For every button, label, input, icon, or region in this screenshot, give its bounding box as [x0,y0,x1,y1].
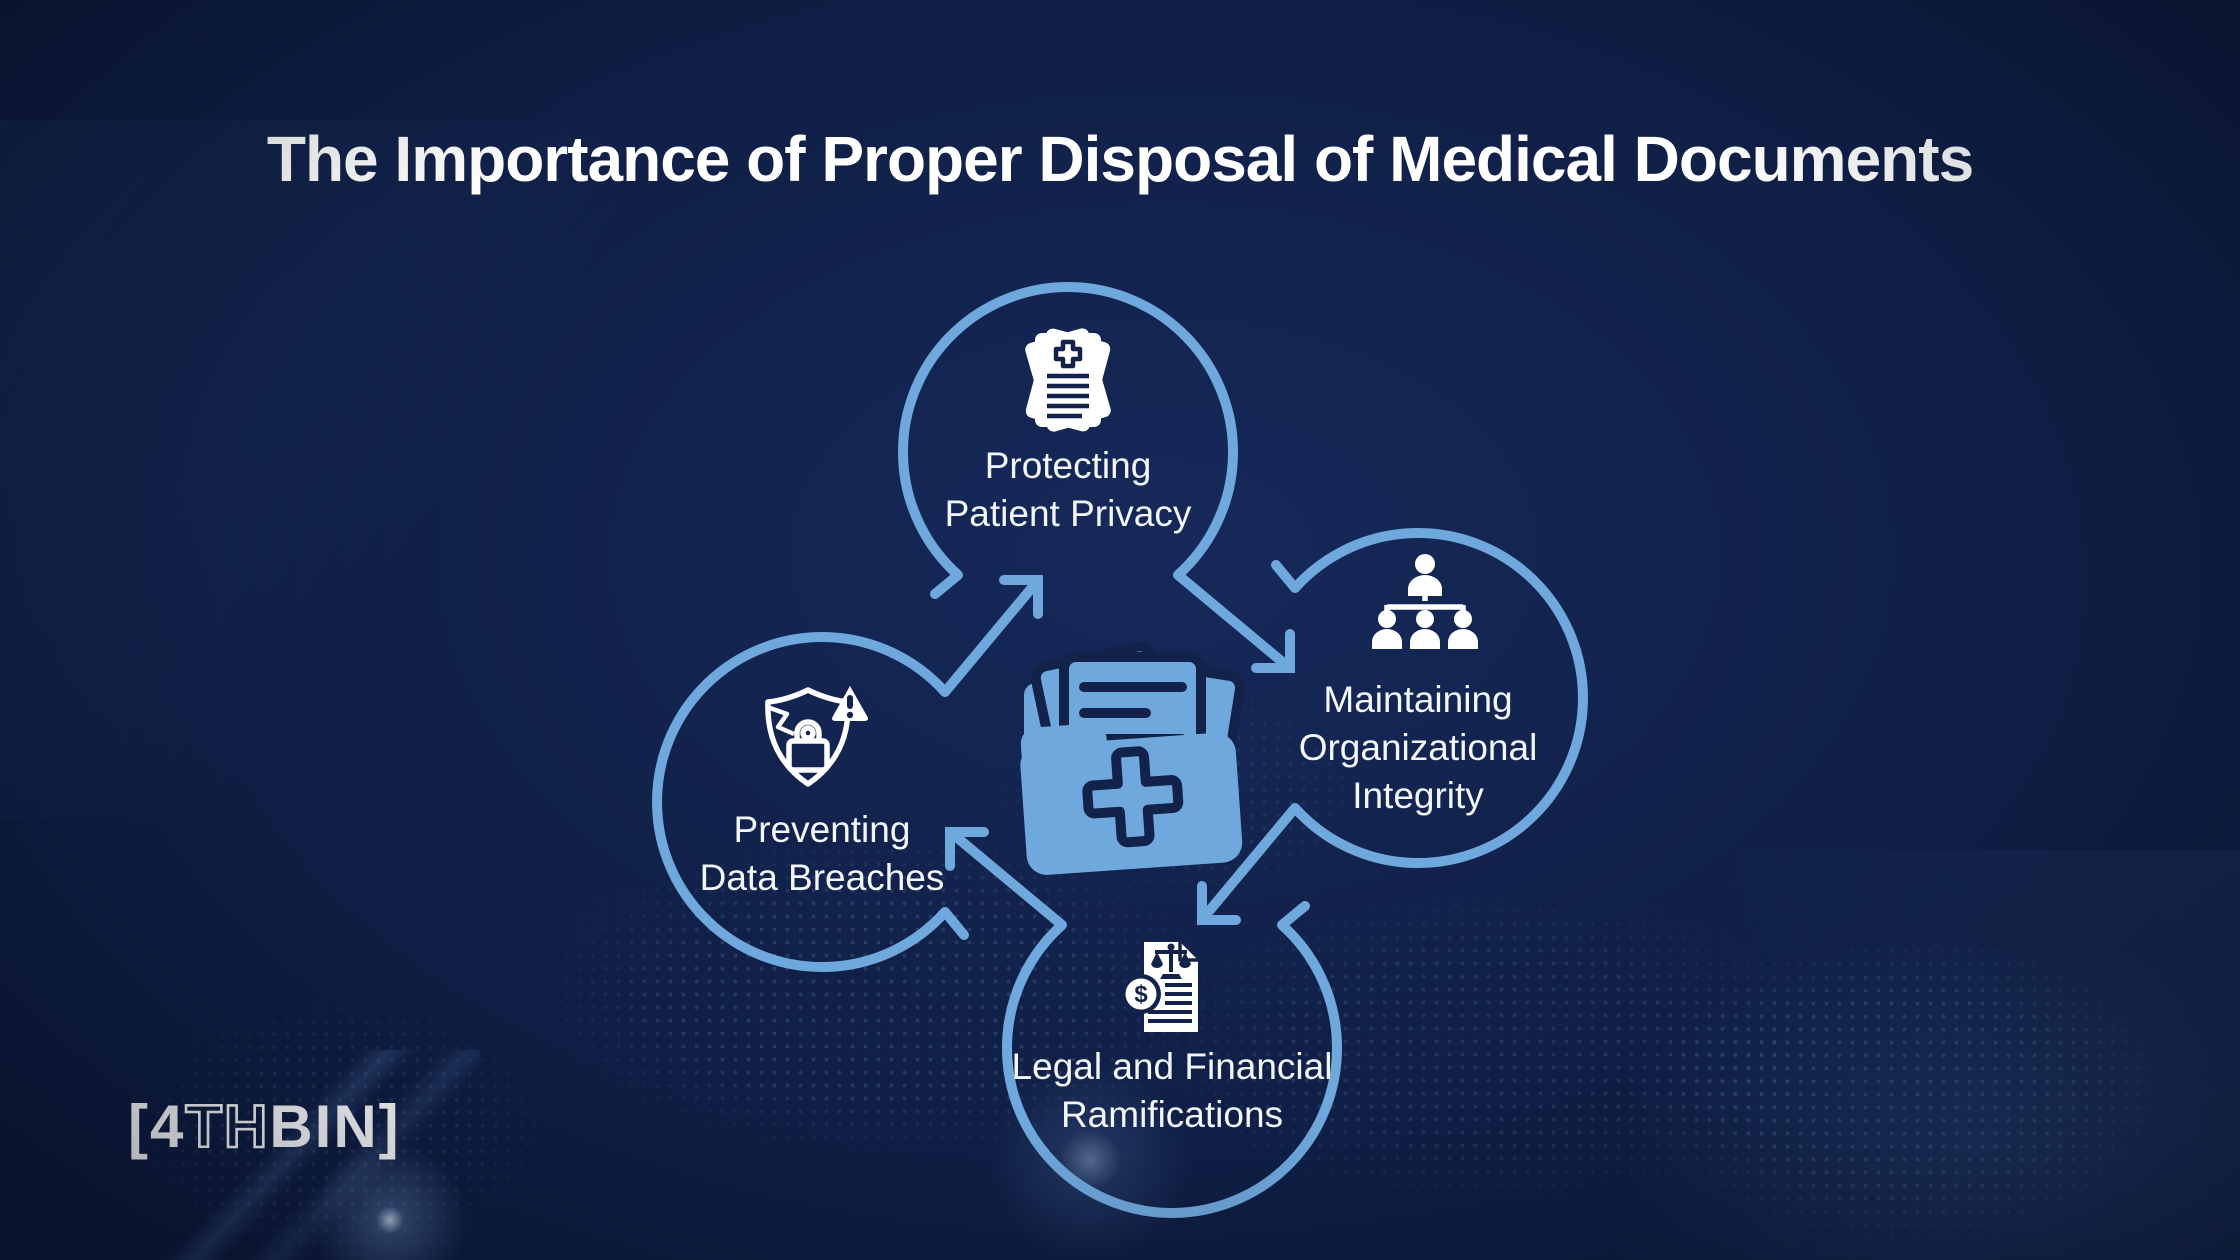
world-map-dots [1560,880,2240,1260]
page-title: The Importance of Proper Disposal of Med… [266,123,1974,195]
node-label-legal-financial-ramifications: Legal and Financial Ramifications [912,1043,1432,1139]
logo-solid-close: BIN] [269,1093,401,1160]
medical-records-icon [1025,328,1111,432]
arrow-head [1251,629,1295,673]
world-map-dots [1040,840,1940,1260]
node-label-maintaining-organizational-integrity: Maintaining Organizational Integrity [1158,676,1678,820]
svg-text:$: $ [1134,981,1148,1008]
arrow-head [945,827,989,871]
node-label-protecting-patient-privacy: Protecting Patient Privacy [808,442,1328,538]
breached-shield-lock-icon [765,686,868,787]
logo-outline-part: TH [184,1092,270,1162]
label-line: Data Breaches [699,857,945,898]
label-line: Ramifications [1060,1094,1284,1135]
4thbin-logo: [4THBIN] [128,1092,401,1162]
arrow-head [1197,881,1241,925]
logo-solid-open: [4 [128,1093,186,1160]
legal-scales-document-icon: $ [1121,942,1198,1032]
label-line: Organizational [1298,727,1538,768]
label-line: Integrity [1352,775,1484,816]
node-label-preventing-data-breaches: Preventing Data Breaches [562,806,1082,902]
org-chart-icon [1372,554,1478,649]
arrow-head [999,575,1043,619]
label-line: Legal and Financial [1011,1046,1333,1087]
medical-folder-icon [1020,641,1246,875]
label-line: Maintaining [1323,679,1513,720]
label-line: Patient Privacy [944,493,1192,534]
label-line: Preventing [733,809,911,850]
label-line: Protecting [984,445,1152,486]
